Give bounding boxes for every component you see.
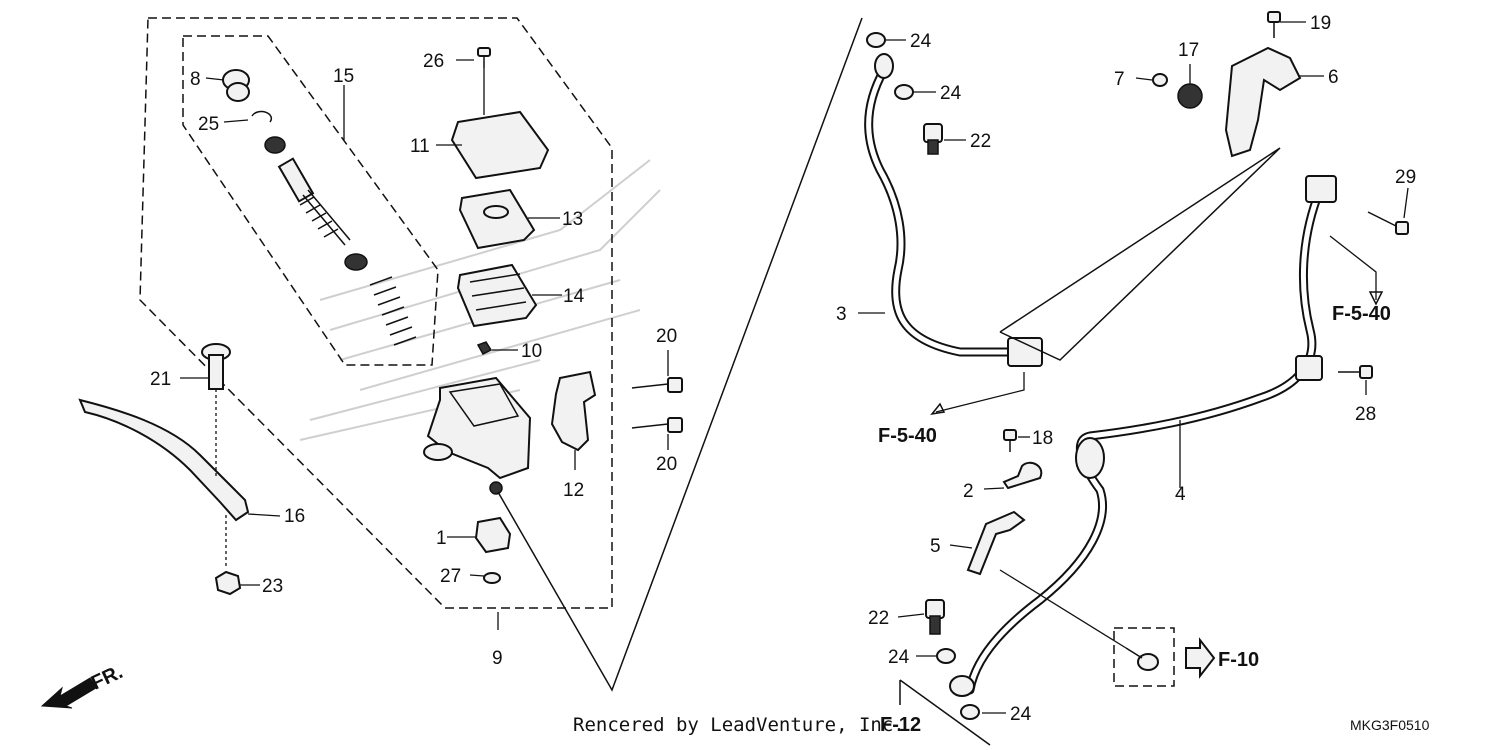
callout-2: 2 — [963, 481, 974, 502]
oil-bolt-lower — [925, 599, 945, 635]
callout-14: 14 — [563, 286, 585, 307]
leader-lines-left — [180, 17, 863, 692]
callout-25: 25 — [198, 114, 219, 135]
callout-21: 21 — [150, 369, 171, 390]
circlip — [251, 110, 273, 123]
master-cylinder-body — [423, 376, 532, 495]
callout-24b: 24 — [940, 83, 962, 104]
holder — [550, 370, 597, 452]
hose-bracket — [1224, 46, 1302, 158]
hose-upper-fitting — [1007, 337, 1043, 367]
callout-13: 13 — [562, 209, 583, 230]
cap-screw — [477, 47, 491, 68]
sealing-washer-1 — [866, 32, 886, 48]
piston — [277, 157, 351, 246]
grommet — [1177, 83, 1203, 109]
clamp-bolt — [1003, 429, 1017, 452]
float — [476, 341, 493, 355]
callout-20b: 20 — [656, 454, 677, 475]
callout-27: 27 — [440, 566, 461, 587]
pivot-nut — [214, 570, 242, 596]
callout-26: 26 — [423, 51, 444, 72]
diagram-code: MKG3F0510 — [1350, 717, 1430, 733]
callout-22b: 22 — [868, 608, 889, 629]
holder-bolt-lower — [631, 417, 683, 433]
hose-bolt-29 — [1367, 211, 1409, 235]
hose-guide — [966, 510, 1026, 576]
callout-23: 23 — [262, 576, 283, 597]
seal-ring-upper — [264, 136, 286, 154]
ref-f-10: F-10 — [1218, 649, 1259, 671]
diaphragm-plate — [458, 188, 536, 250]
brake-hose-group — [864, 11, 1409, 746]
callout-28: 28 — [1355, 404, 1376, 425]
hose-clamp — [1002, 461, 1043, 490]
reservoir-cap — [450, 110, 550, 180]
callout-5: 5 — [930, 536, 941, 557]
sealing-washer-4 — [960, 704, 980, 720]
reference-labels: F-5-40 F-5-40 F-10 — [878, 303, 1391, 671]
footer: Rencered by LeadVenture, Inc. F-12 MKG3F… — [573, 714, 1430, 736]
callout-1: 1 — [436, 528, 447, 549]
callout-19: 19 — [1310, 13, 1331, 34]
callout-4: 4 — [1175, 484, 1186, 505]
arrow-right-icon — [1185, 637, 1216, 679]
stop-switch — [474, 516, 512, 554]
ref-f-5-40-right: F-5-40 — [1332, 303, 1391, 325]
callout-22a: 22 — [970, 131, 991, 152]
callout-17: 17 — [1178, 40, 1199, 61]
callout-29: 29 — [1395, 167, 1416, 188]
dust-boot — [222, 69, 250, 102]
callout-12: 12 — [563, 480, 584, 501]
callout-8: 8 — [190, 69, 201, 90]
callout-24a: 24 — [910, 31, 932, 52]
ref-f-5-40-left: F-5-40 — [878, 425, 937, 447]
callout-labels: 1 2 3 4 5 6 7 8 9 10 11 12 13 14 15 16 1… — [150, 13, 1416, 725]
callout-15: 15 — [333, 66, 354, 87]
switch-screw — [483, 572, 501, 584]
diaphragm — [456, 263, 538, 328]
brake-lever — [78, 398, 250, 522]
reference-box-f10 — [1113, 627, 1175, 687]
callout-6: 6 — [1328, 67, 1339, 88]
front-direction-marker: FR. — [40, 661, 126, 709]
callout-9: 9 — [492, 648, 503, 669]
callout-24d: 24 — [1010, 704, 1032, 725]
pivot-bolt — [201, 343, 231, 568]
sealing-washer-3 — [936, 648, 956, 664]
callout-20a: 20 — [656, 326, 677, 347]
callout-24c: 24 — [888, 647, 910, 668]
assembly-outline-15 — [182, 35, 439, 366]
hose-bolt-28 — [1338, 365, 1373, 379]
brake-hose-upper — [864, 65, 1025, 357]
callout-7: 7 — [1114, 69, 1125, 90]
arrow-front-icon — [40, 677, 97, 709]
collar — [1152, 73, 1168, 87]
sealing-washer-2 — [894, 84, 914, 100]
callout-10: 10 — [521, 341, 542, 362]
credit-text: Rencered by LeadVenture, Inc. — [573, 714, 905, 736]
return-spring — [369, 276, 417, 346]
hose-lower-fitting — [1305, 175, 1337, 203]
holder-bolt-upper — [631, 377, 683, 393]
callout-18: 18 — [1032, 428, 1053, 449]
seal-ring-lower — [344, 253, 368, 271]
bracket-bolt — [1267, 11, 1281, 38]
master-cylinder-group — [78, 17, 683, 609]
f10-bolt — [1125, 647, 1159, 671]
leader-lines-right — [858, 21, 1409, 714]
ref-f-12: F-12 — [880, 714, 921, 736]
callout-3: 3 — [836, 304, 847, 325]
assembly-outline-9 — [139, 17, 613, 609]
callout-11: 11 — [410, 136, 430, 157]
oil-bolt-upper — [923, 123, 943, 155]
callout-16: 16 — [284, 506, 305, 527]
